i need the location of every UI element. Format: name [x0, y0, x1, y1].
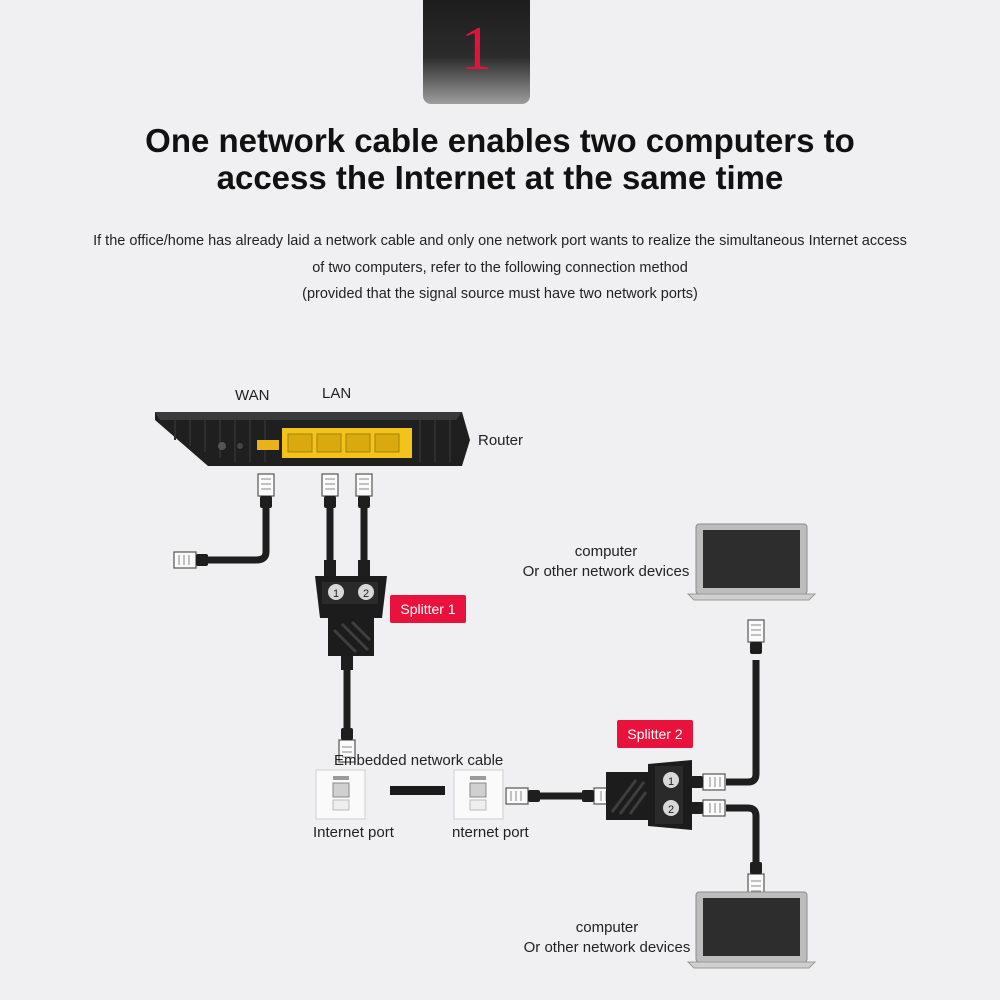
computer-top-line-2: Or other network devices — [522, 563, 690, 580]
wan-label: WAN — [235, 387, 270, 404]
computer-top-line-1: computer — [574, 543, 638, 560]
splitter-2-badge: Splitter 2 — [617, 720, 693, 748]
splitter-1-output-cable — [338, 656, 356, 763]
splitter-1-badge: Splitter 1 — [390, 595, 466, 623]
lan-cables — [321, 473, 373, 576]
port-right-label: nternet port — [452, 824, 529, 841]
computer-bottom-label: computer Or other network devices — [501, 918, 713, 958]
lan-label: LAN — [322, 385, 352, 402]
laptop-top — [686, 523, 817, 601]
router-label: Router — [478, 432, 524, 449]
wan-port — [257, 440, 279, 450]
splitter-2-output-cables — [690, 619, 765, 897]
description-line-3: (provided that the signal source must ha… — [302, 286, 698, 302]
embedded-cable — [390, 786, 445, 795]
wall-port-right — [453, 769, 504, 820]
wan-cable — [173, 473, 275, 569]
port-left-label: Internet port — [313, 824, 394, 841]
step-number: 1 — [461, 15, 492, 83]
svg-text:2: 2 — [668, 804, 674, 816]
router — [155, 412, 470, 466]
description: If the office/home has already laid a ne… — [40, 228, 960, 308]
splitter-2-input-cable — [505, 787, 617, 805]
page-title: One network cable enables two computers … — [0, 122, 1000, 196]
splitter-1: 1 2 — [315, 576, 387, 656]
description-line-2: of two computers, refer to the following… — [312, 259, 688, 276]
svg-text:1: 1 — [668, 776, 674, 788]
svg-text:2: 2 — [363, 588, 369, 600]
svg-text:1: 1 — [333, 588, 339, 600]
title-line-1: One network cable enables two computers … — [145, 122, 855, 159]
description-line-1: If the office/home has already laid a ne… — [93, 233, 907, 249]
step-badge: 1 — [423, 0, 530, 104]
computer-bottom-line-1: computer — [575, 919, 639, 936]
title-line-2: access the Internet at the same time — [216, 159, 784, 196]
splitter-2: 1 2 — [606, 760, 692, 830]
wall-port-left — [315, 769, 366, 820]
laptop-bottom — [686, 891, 817, 969]
computer-bottom-line-2: Or other network devices — [523, 939, 691, 956]
embedded-cable-label: Embedded network cable — [334, 752, 504, 769]
computer-top-label: computer Or other network devices — [500, 542, 712, 582]
